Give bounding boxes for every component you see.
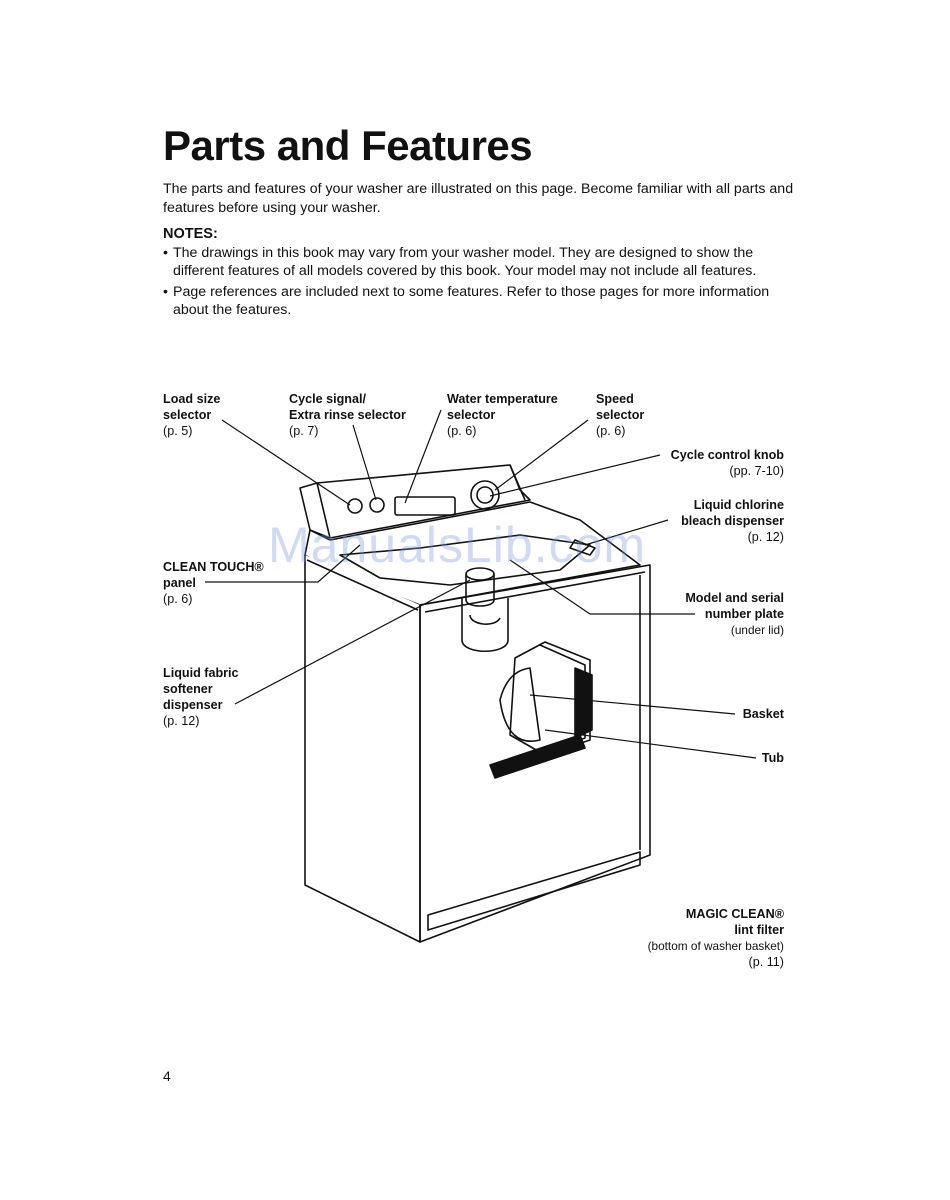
notes-list: The drawings in this book may vary from … bbox=[163, 244, 783, 322]
basket-label: Basket bbox=[742, 707, 784, 721]
speed-selector-label: Speed selector (p. 6) bbox=[596, 392, 645, 438]
page-title: Parts and Features bbox=[163, 122, 533, 169]
notes-heading: NOTES: bbox=[163, 226, 218, 242]
watermark-text: ManualsLib.com bbox=[268, 517, 647, 573]
bleach-dispenser-label: Liquid chlorine bleach dispenser (p. 12) bbox=[681, 498, 784, 544]
tub-label: Tub bbox=[761, 751, 784, 765]
clean-touch-panel-label: CLEAN TOUCH® panel (p. 6) bbox=[163, 560, 264, 606]
intro-paragraph: The parts and features of your washer ar… bbox=[163, 181, 794, 216]
load-size-label: Load size selector (p. 5) bbox=[163, 392, 221, 438]
note-item: Page references are included next to som… bbox=[163, 283, 783, 319]
water-temperature-label: Water temperature selector (p. 6) bbox=[447, 392, 558, 438]
note-item: The drawings in this book may vary from … bbox=[163, 244, 783, 280]
cycle-signal-label: Cycle signal/ Extra rinse selector (p. 7… bbox=[289, 392, 406, 438]
lint-filter-label: MAGIC CLEAN® lint filter (bottom of wash… bbox=[647, 907, 784, 969]
cycle-control-knob-label: Cycle control knob (pp. 7-10) bbox=[670, 448, 784, 478]
page-number: 4 bbox=[163, 1068, 171, 1084]
model-serial-plate-label: Model and serial number plate (under lid… bbox=[685, 591, 784, 637]
fabric-softener-label: Liquid fabric softener dispenser (p. 12) bbox=[163, 666, 239, 728]
